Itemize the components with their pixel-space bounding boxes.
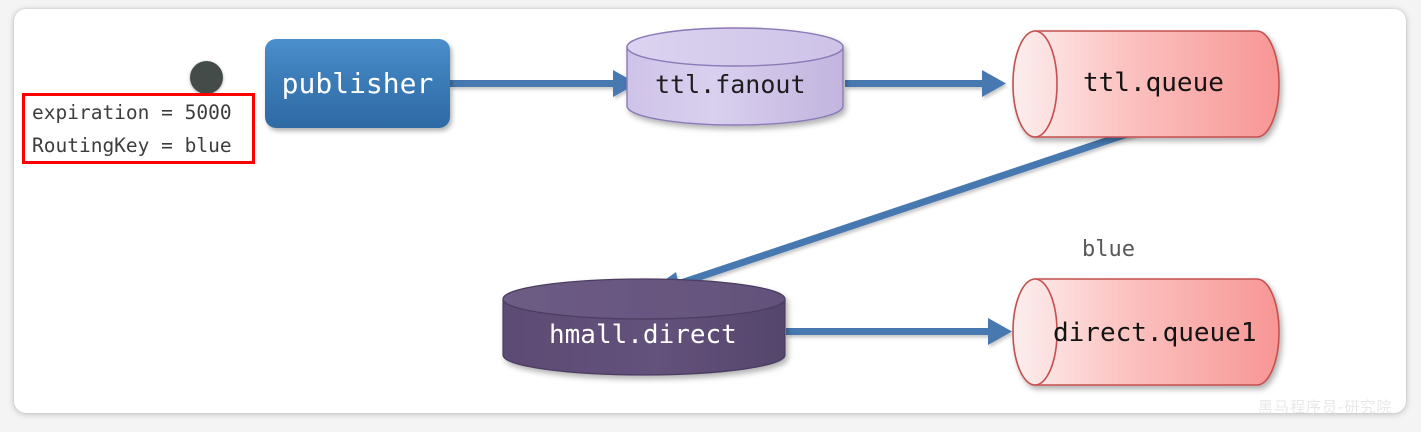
- node-direct-queue1[interactable]: [1012, 278, 1280, 386]
- node-ttl-queue[interactable]: [1012, 30, 1280, 138]
- watermark: 黑马程序员-研究院: [1258, 398, 1393, 416]
- annotation-line-expiration: expiration = 5000: [32, 100, 232, 124]
- message-dot-icon: [190, 61, 223, 94]
- node-publisher[interactable]: publisher: [265, 39, 450, 128]
- annotation-line-routing-key: RoutingKey = blue: [32, 133, 232, 157]
- edge-hmall-direct-to-direct-queue1: [786, 318, 1012, 345]
- node-ttl-fanout[interactable]: [626, 27, 844, 126]
- node-label-publisher: publisher: [281, 67, 434, 100]
- edge-publisher-to-ttl-fanout: [450, 70, 637, 97]
- annotation-message-properties: expiration = 5000 RoutingKey = blue: [22, 93, 255, 164]
- edge-ttl-fanout-to-ttl-queue: [845, 70, 1006, 97]
- node-hmall-direct[interactable]: [502, 278, 786, 376]
